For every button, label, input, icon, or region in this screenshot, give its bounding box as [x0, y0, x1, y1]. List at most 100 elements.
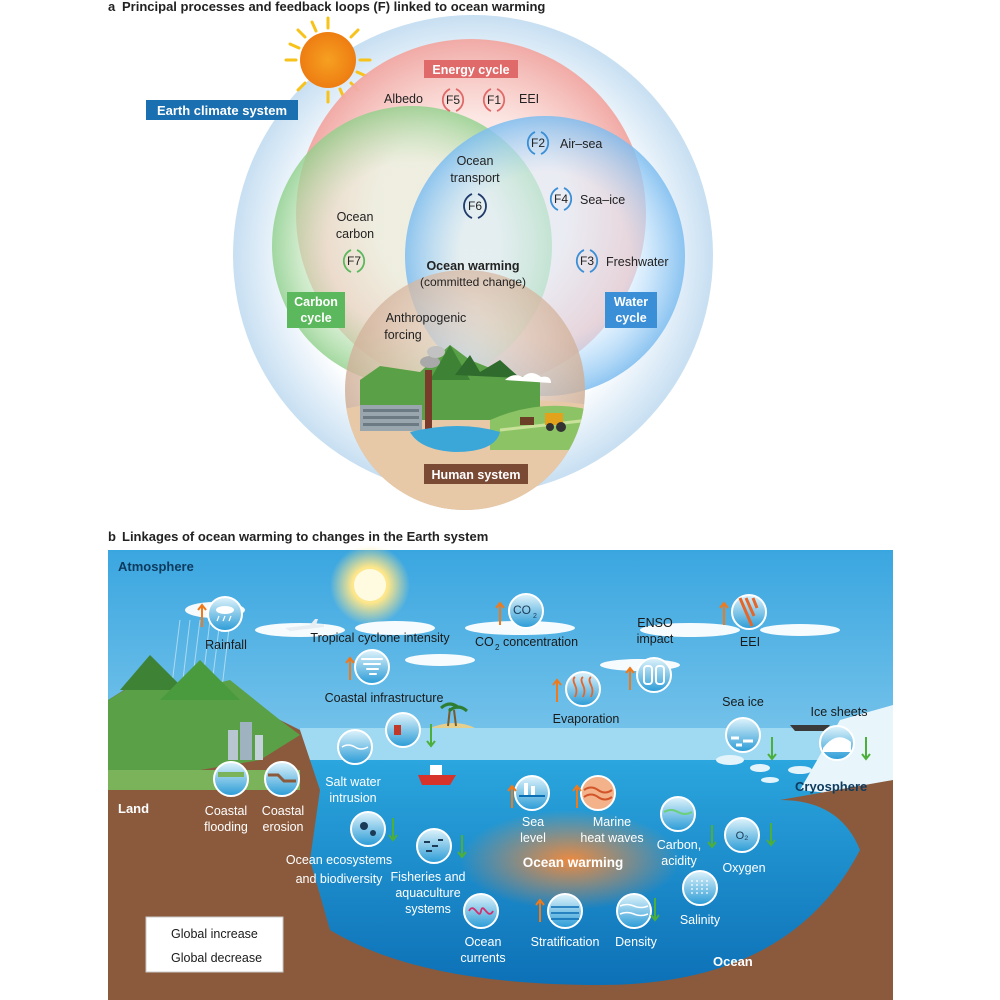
marine-heat-waves-label-2: heat waves: [580, 831, 643, 845]
freshwater-label: Freshwater: [606, 255, 669, 269]
ocean-warming-label: Ocean warming: [426, 259, 519, 273]
loop-f1-icon: F1: [482, 88, 506, 112]
evaporation-icon: [565, 671, 601, 707]
coastal-flooding-icon: [213, 761, 249, 797]
co2-label-subscript: 2: [495, 643, 500, 652]
committed-change-label: (committed change): [420, 275, 526, 289]
carbon-cycle-label: Carbon cycle: [287, 292, 345, 328]
fisheries-label-1: Fisheries and: [390, 870, 465, 884]
ocean-currents-icon: [463, 893, 499, 929]
ice-sheets-label: Ice sheets: [811, 705, 868, 719]
coastal-erosion-label-1: Coastal: [262, 804, 304, 818]
svg-text:Energy cycle: Energy cycle: [432, 63, 509, 77]
sea-ice-label: Sea–ice: [580, 193, 625, 207]
svg-text:CO: CO: [513, 603, 531, 617]
salinity-icon: [682, 870, 718, 906]
coastal-flooding-label-2: flooding: [204, 820, 248, 834]
fisheries-icon: [416, 828, 452, 864]
svg-text:cycle: cycle: [300, 311, 331, 325]
albedo-label: Albedo: [384, 92, 423, 106]
density-label: Density: [615, 935, 657, 949]
atmosphere-label: Atmosphere: [118, 559, 194, 574]
human-landscape: [345, 345, 585, 510]
sea-level-label-1: Sea: [522, 815, 544, 829]
ocean-currents-label-1: Ocean: [465, 935, 502, 949]
co2-label-symbol: CO: [475, 635, 494, 649]
sea-ice-label: Sea ice: [722, 695, 764, 709]
stratification-label: Stratification: [531, 935, 600, 949]
salt-water-label-2: intrusion: [329, 791, 376, 805]
svg-text:F7: F7: [347, 254, 361, 268]
co2-label: concentration: [503, 635, 578, 649]
panel-a-letter: a: [108, 0, 116, 14]
svg-text:O₂: O₂: [736, 830, 749, 842]
svg-text:F1: F1: [487, 93, 501, 107]
svg-text:cycle: cycle: [615, 311, 646, 325]
coastal-flooding-label-1: Coastal: [205, 804, 247, 818]
stratification-icon: [547, 893, 583, 929]
ocean-currents-label-2: currents: [460, 951, 505, 965]
loop-f4-icon: F4: [549, 187, 573, 211]
ocean-transport-label-1: Ocean: [457, 154, 494, 168]
legend-decrease-label: Global decrease: [171, 951, 262, 965]
loop-f7-icon: F7: [342, 249, 366, 273]
coastal-erosion-label-2: erosion: [263, 820, 304, 834]
co2-concentration-icon: CO 2: [508, 593, 544, 629]
ocean-label: Ocean: [713, 954, 753, 969]
loop-f5-icon: F5: [441, 88, 465, 112]
cloud-icon: [505, 373, 551, 383]
panel-b-letter: b: [108, 529, 116, 544]
ocean-carbon-label-2: carbon: [336, 227, 374, 241]
eei-icon: [731, 594, 767, 630]
fisheries-label-2: aquaculture: [395, 886, 460, 900]
sea-level-label-2: level: [520, 831, 546, 845]
land-label: Land: [118, 801, 149, 816]
tropical-cyclone-label: Tropical cyclone intensity: [310, 631, 450, 645]
ocean-ecosystems-label-2: and biodiversity: [296, 872, 384, 886]
ocean-warming-label-b: Ocean warming: [523, 855, 624, 870]
oxygen-icon: O₂: [724, 817, 760, 853]
svg-text:Human system: Human system: [432, 468, 521, 482]
svg-text:F5: F5: [446, 93, 460, 107]
loop-f2-icon: F2: [526, 131, 550, 155]
ice-sheets-icon: [819, 725, 855, 761]
enso-label-1: ENSO: [637, 616, 673, 630]
human-system-label: Human system: [424, 464, 528, 484]
svg-text:Carbon: Carbon: [294, 295, 338, 309]
tropical-cyclone-icon: [354, 649, 390, 685]
anthropogenic-forcing-label-2: forcing: [384, 328, 422, 342]
eei-label-b: EEI: [740, 635, 760, 649]
anthropogenic-forcing-label-1: Anthropogenic: [386, 311, 467, 325]
fisheries-label-3: systems: [405, 902, 451, 916]
coastal-infrastructure-icon: [385, 712, 421, 748]
enso-label-2: impact: [637, 632, 674, 646]
carbon-acidity-label-2: acidity: [661, 854, 697, 868]
ocean-transport-label-2: transport: [450, 171, 500, 185]
coastal-infrastructure-label: Coastal infrastructure: [325, 691, 444, 705]
svg-text:F2: F2: [531, 136, 545, 150]
carbon-acidity-label-1: Carbon,: [657, 838, 701, 852]
water-cycle-label: Water cycle: [605, 292, 657, 328]
ocean-ecosystems-icon: [350, 811, 386, 847]
sea-ice-icon: [725, 717, 761, 753]
marine-heat-waves-icon: [580, 775, 616, 811]
oxygen-label: Oxygen: [722, 861, 765, 875]
evaporation-label: Evaporation: [553, 712, 620, 726]
panel-a-heading: Principal processes and feedback loops (…: [122, 0, 545, 14]
svg-text:2: 2: [533, 613, 537, 620]
salinity-label: Salinity: [680, 913, 721, 927]
svg-text:F3: F3: [580, 254, 594, 268]
marine-heat-waves-label-1: Marine: [593, 815, 631, 829]
sea-level-icon: [514, 775, 550, 811]
energy-cycle-label: Energy cycle: [424, 60, 518, 78]
loop-f3-icon: F3: [575, 249, 599, 273]
ocean-carbon-label-1: Ocean: [337, 210, 374, 224]
rainfall-label: Rainfall: [205, 638, 247, 652]
svg-text:Water: Water: [614, 295, 648, 309]
density-icon: [616, 893, 652, 929]
carbon-acidity-icon: [660, 796, 696, 832]
panel-b-heading: Linkages of ocean warming to changes in …: [122, 529, 488, 544]
earth-climate-system-label: Earth climate system: [146, 100, 298, 120]
air-sea-label: Air–sea: [560, 137, 602, 151]
